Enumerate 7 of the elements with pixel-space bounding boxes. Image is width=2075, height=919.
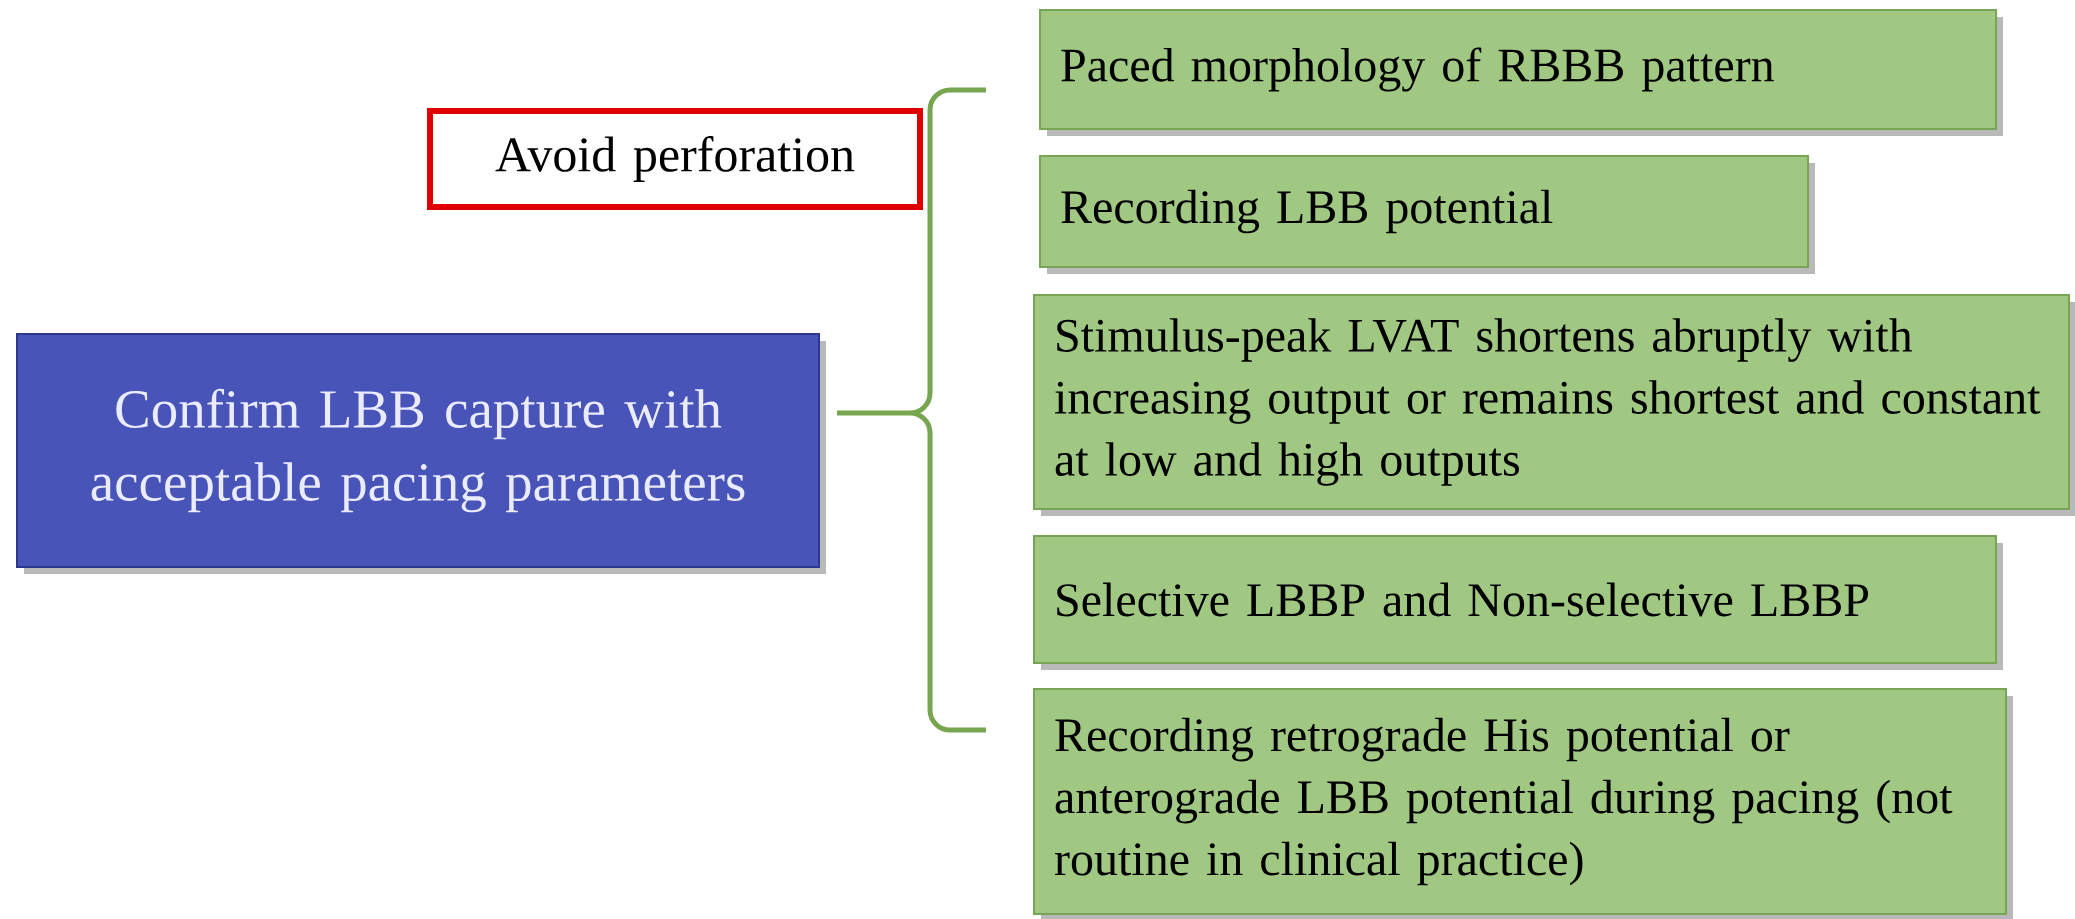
criterion-box: Selective LBBP and Non-selective LBBP [1033,535,2003,670]
note-box: Avoid perforation [427,108,923,210]
main-box: Confirm LBB capture with acceptable pacing parameters [16,333,826,574]
criterion-box: Paced morphology of RBBB pattern [1039,9,2003,136]
criterion-box: Recording LBB potential [1039,155,1815,274]
criterion-box: Stimulus-peak LVAT shortens abruptly with increasing output or remains shortest and constant at low and high outputs [1033,294,2075,516]
criterion-box: Recording retrograde His potential or anterograde LBB potential during pacing (not routine in clinical practice) [1033,688,2013,919]
